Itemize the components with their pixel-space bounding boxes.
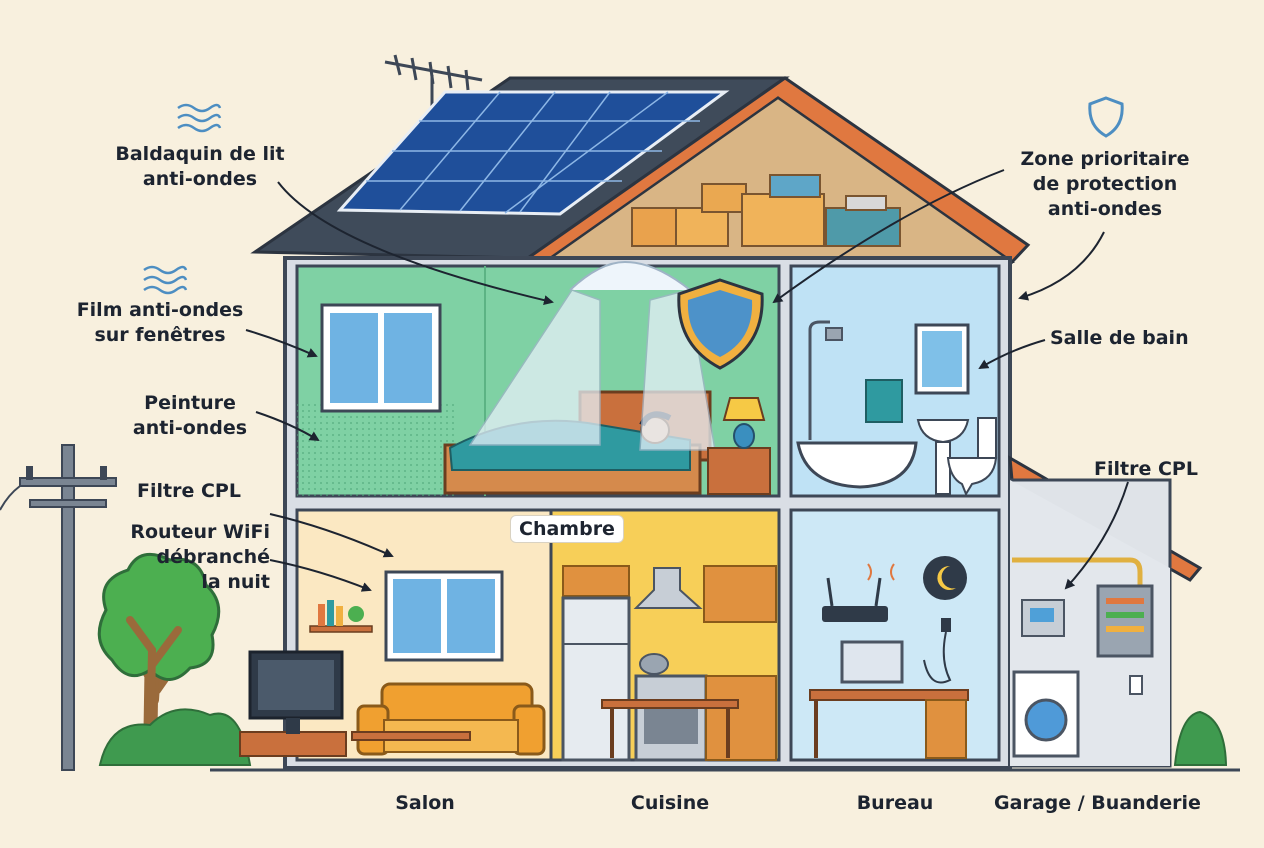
kitchen-room bbox=[549, 508, 781, 762]
label-window-film: Film anti-ondes sur fenêtres bbox=[76, 299, 244, 346]
shield-outline-icon bbox=[1088, 96, 1124, 138]
bedroom-room bbox=[295, 260, 781, 498]
label-priority-zone: Zone prioritaire de protection anti-onde… bbox=[1020, 148, 1190, 220]
label-bathroom: Salle de bain bbox=[1050, 327, 1189, 349]
ground bbox=[0, 710, 1264, 848]
label-cpl-filter-right: Filtre CPL bbox=[1094, 458, 1198, 480]
label-canopy: Baldaquin de lit anti-ondes bbox=[115, 143, 285, 190]
label-paint: Peinture anti-ondes bbox=[132, 392, 248, 439]
label-cpl-filter-left: Filtre CPL bbox=[137, 480, 241, 502]
attic-boxes bbox=[631, 174, 901, 247]
shield-icon bbox=[677, 278, 764, 370]
room-label-living: Salon bbox=[395, 792, 455, 814]
room-label-bedroom: Chambre bbox=[510, 515, 624, 543]
utility-pole-icon bbox=[0, 444, 117, 771]
office-room bbox=[789, 508, 1001, 762]
garage-room bbox=[1008, 455, 1203, 768]
label-wifi-router: Routeur WiFi débranché la nuit bbox=[130, 521, 270, 593]
tree-icon bbox=[97, 552, 252, 766]
annotation-arrows bbox=[245, 169, 1129, 592]
waves-icon bbox=[143, 265, 188, 295]
living-room bbox=[239, 508, 553, 762]
room-label-garage: Garage / Buanderie bbox=[994, 792, 1201, 814]
bathroom-room bbox=[789, 264, 1001, 498]
solar-panel-icon bbox=[336, 90, 730, 216]
room-label-kitchen: Cuisine bbox=[630, 792, 710, 814]
waves-icon bbox=[177, 103, 222, 133]
room-label-office: Bureau bbox=[856, 792, 934, 814]
